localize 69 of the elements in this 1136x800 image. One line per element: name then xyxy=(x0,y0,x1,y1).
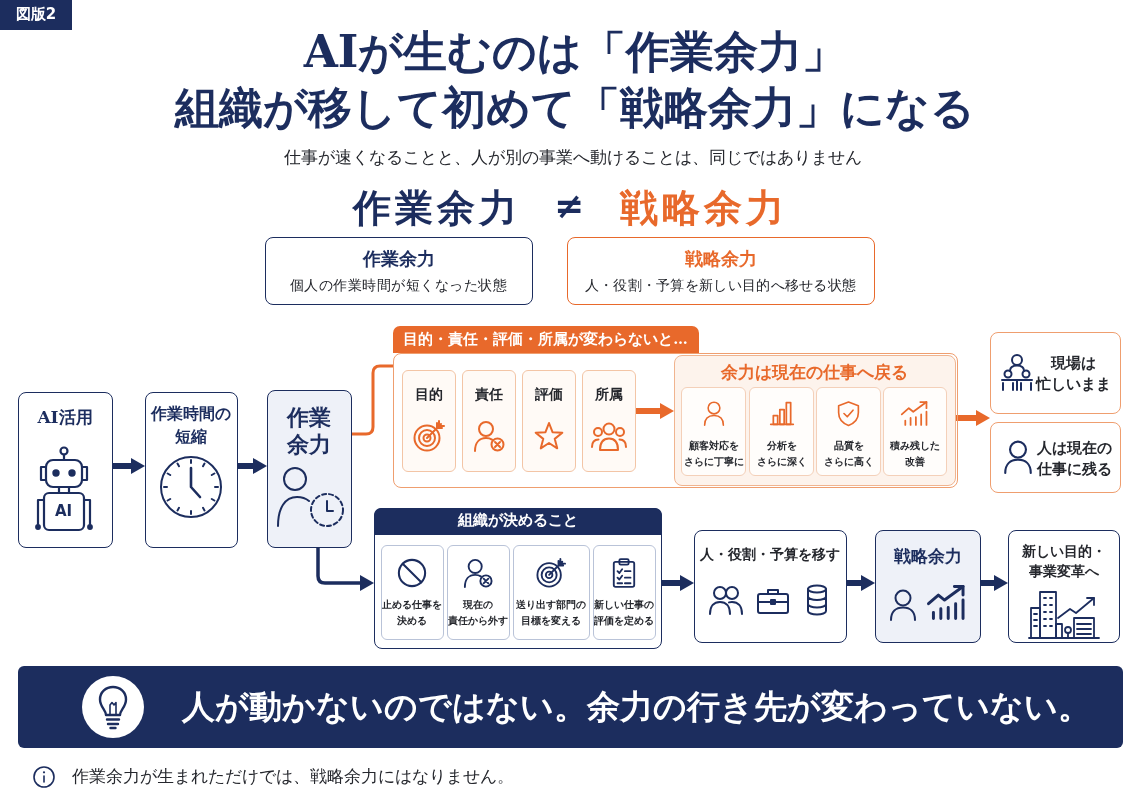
item-card xyxy=(749,387,814,476)
card-label: 顧客対応をさらに丁寧に xyxy=(682,439,745,469)
result-box xyxy=(990,332,1121,414)
heading: 作業余力 xyxy=(285,403,332,458)
result-box xyxy=(990,422,1121,493)
process-box xyxy=(145,392,238,548)
figure-badge: 図版2 xyxy=(0,0,72,30)
card-label: 止める仕事を決める xyxy=(381,597,443,628)
item-card xyxy=(521,369,576,472)
card-label: 評価 xyxy=(534,384,563,403)
item-card xyxy=(592,544,656,640)
process-box xyxy=(875,530,981,643)
robot-label: AI xyxy=(54,501,73,522)
heading: 人・役割・予算を移す xyxy=(700,544,840,563)
item-card xyxy=(401,369,456,472)
heading: 余力は現在の仕事へ戻る xyxy=(720,360,908,384)
process-box xyxy=(1008,530,1120,643)
footnote: 作業余力が生まれただけでは、戦略余力にはなりません。 xyxy=(72,766,514,788)
card-label: 目的 xyxy=(414,384,443,403)
card-label: 責任 xyxy=(474,384,503,403)
heading: AI活用 xyxy=(37,405,93,428)
arrow xyxy=(636,403,674,419)
heading: 戦略余力 xyxy=(893,544,962,567)
subtitle: 仕事が速くなることと、人が別の事業へ動けることは、同じではありません xyxy=(284,145,862,169)
item-card xyxy=(883,387,947,476)
heading: 新しい目的・事業変革へ xyxy=(1020,541,1107,581)
item-card xyxy=(816,387,881,476)
process-box xyxy=(694,530,847,643)
comparison-term: 戦略余力 xyxy=(620,184,788,233)
item-card xyxy=(512,544,590,640)
arrow xyxy=(662,575,694,591)
not-equal-sign: ≠ xyxy=(553,183,585,228)
description: 人・役割・予算を新しい目的へ移せる状態 xyxy=(584,275,857,294)
definition-box xyxy=(567,237,875,305)
section-tab: 目的・責任・評価・所属が変わらないと… xyxy=(392,325,699,353)
definition-box xyxy=(265,237,533,305)
card-label: 現在の責任から外す xyxy=(447,597,509,628)
comparison-term: 作業余力 xyxy=(353,184,521,233)
header-band: 組織が決めること xyxy=(373,507,662,535)
description: 個人の作業時間が短くなった状態 xyxy=(289,275,508,294)
group-box xyxy=(673,354,956,486)
heading: 戦略余力 xyxy=(684,246,757,271)
item-card xyxy=(461,369,516,472)
group-box xyxy=(374,508,662,649)
card-label: 新しい仕事の評価を定める xyxy=(593,597,655,628)
result-text: 人は現在の仕事に残る xyxy=(1036,437,1113,479)
arrow xyxy=(113,458,145,474)
arrow xyxy=(956,410,990,426)
item-card xyxy=(446,544,510,640)
arrow xyxy=(238,458,267,474)
card-label: 積み残した改善 xyxy=(889,439,941,469)
title: AIが生むのは「作業余力」組織が移して初めて「戦略余力」になる xyxy=(173,25,976,135)
card-label: 分析をさらに深く xyxy=(755,439,808,469)
item-card xyxy=(581,369,636,472)
heading: 作業余力 xyxy=(362,246,435,271)
banner-text: 人が動かないのではない。余力の行き先が変わっていない。 xyxy=(182,685,1091,728)
process-box xyxy=(18,392,113,548)
heading: 作業時間の短縮 xyxy=(151,402,231,448)
message-banner xyxy=(18,666,1123,748)
arrow xyxy=(847,575,875,591)
card-label: 品質をさらに高く xyxy=(822,439,875,469)
card-label: 送り出す部門の目標を変える xyxy=(515,597,587,628)
arrow xyxy=(981,575,1008,591)
result-text: 現場は忙しいまま xyxy=(1035,352,1112,394)
item-card xyxy=(681,387,746,476)
process-box xyxy=(267,390,352,548)
arrow xyxy=(316,548,374,591)
card-label: 所属 xyxy=(594,384,623,403)
item-card xyxy=(380,544,444,640)
